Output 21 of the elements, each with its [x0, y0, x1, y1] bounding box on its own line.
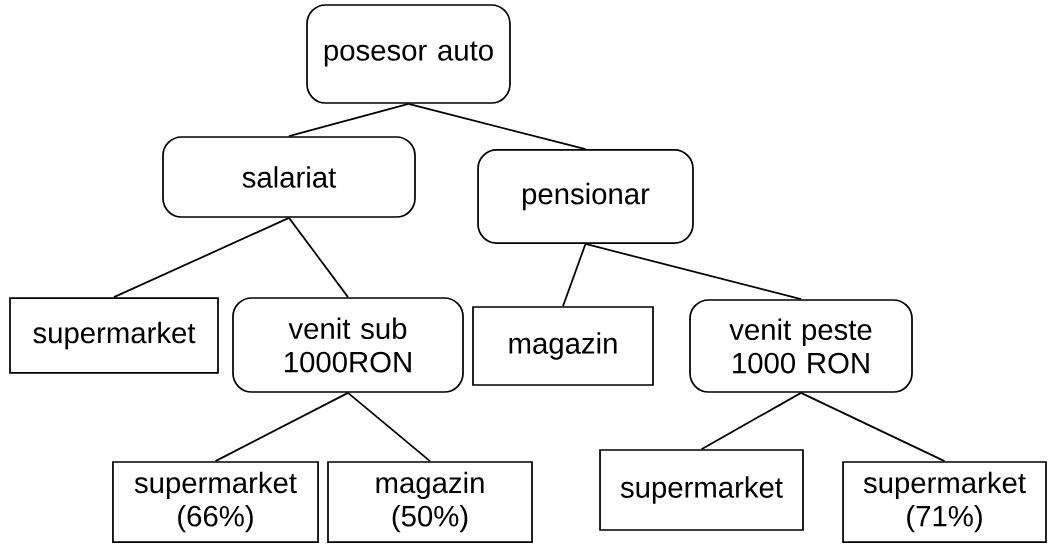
rounded-box: posesor auto	[306, 4, 511, 104]
connector-line	[288, 217, 349, 298]
rectangle-box: supermarket	[599, 449, 804, 531]
rectangle-box: supermarket	[9, 297, 219, 374]
connector-line	[800, 392, 946, 462]
rectangle-box: magazin	[472, 306, 654, 386]
connector-line	[113, 217, 290, 299]
connector-line	[407, 103, 587, 150]
rounded-box: pensionar	[477, 149, 694, 244]
connector-line	[347, 392, 431, 462]
connector-line	[584, 243, 802, 300]
rounded-box: venit sub 1000RON	[232, 297, 464, 393]
connector-line	[562, 243, 587, 307]
rectangle-box: supermarket (66%)	[112, 461, 319, 543]
rectangle-box: magazin (50%)	[327, 461, 533, 543]
connector-line	[288, 103, 410, 137]
rectangle-box: supermarket (71%)	[842, 461, 1047, 543]
rounded-box: salariat	[162, 136, 416, 218]
rounded-box: venit peste 1000 RON	[689, 299, 913, 393]
connector-line	[214, 392, 349, 462]
connector-line	[700, 392, 802, 450]
